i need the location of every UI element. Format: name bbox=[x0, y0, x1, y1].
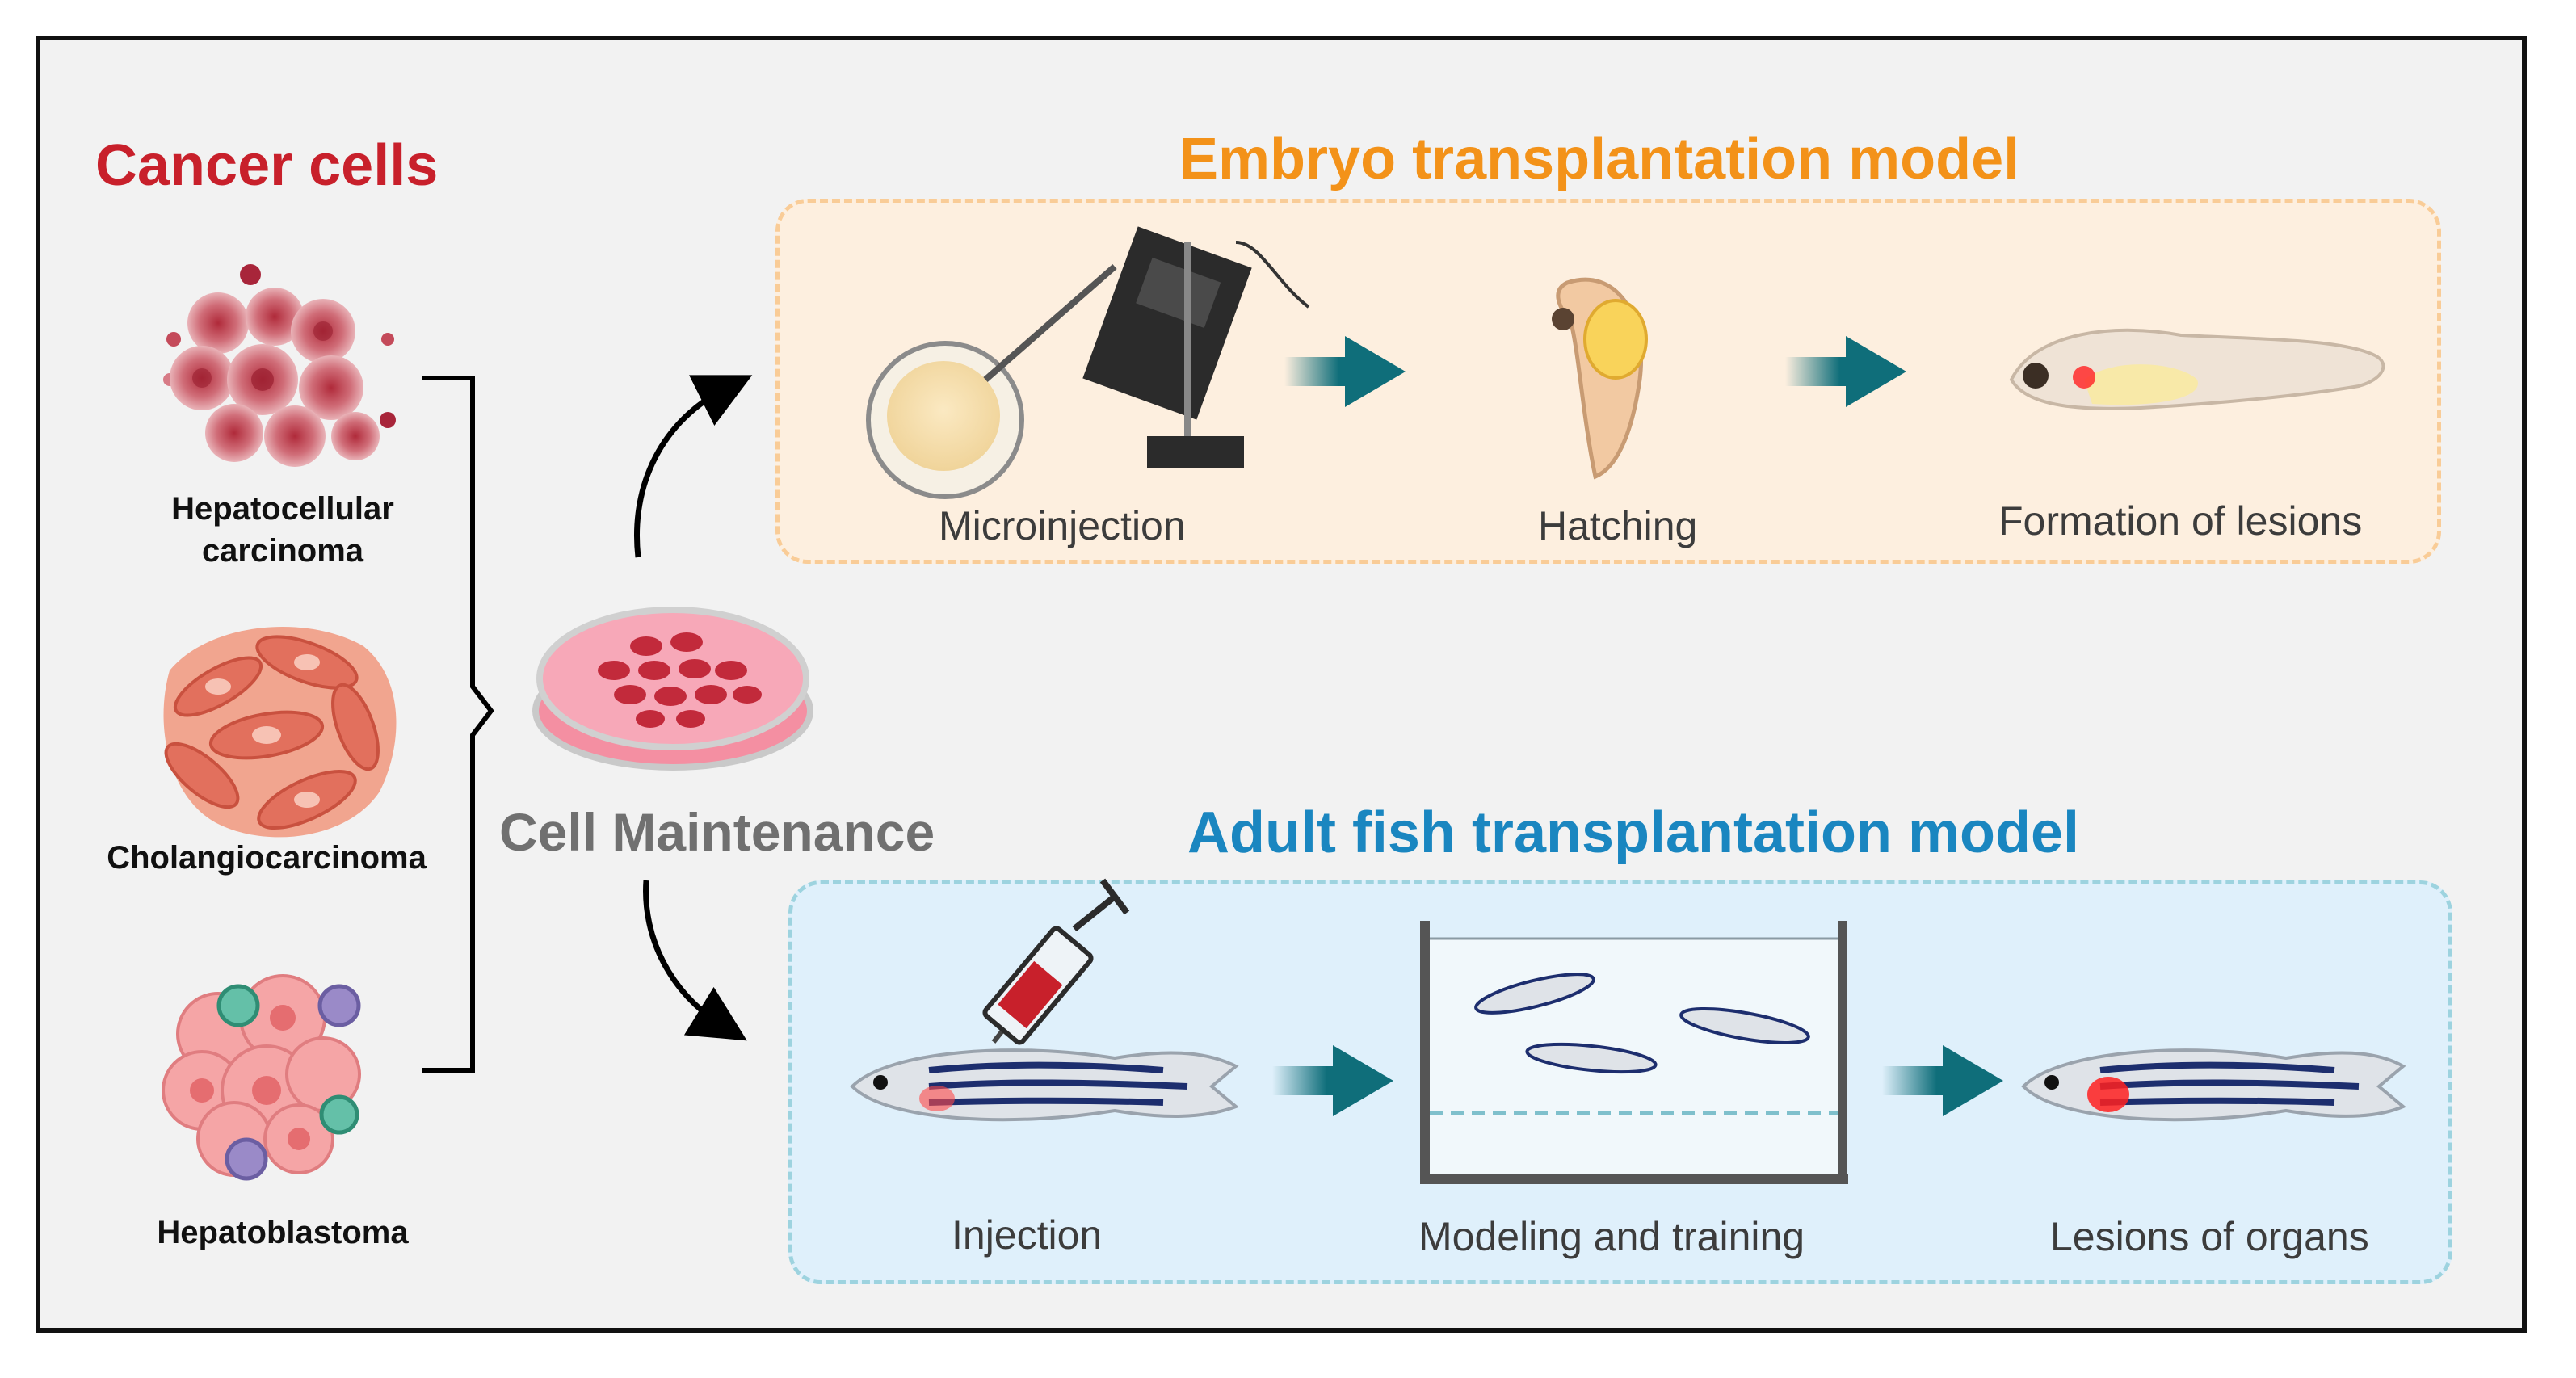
step-lesions-of-organs: Lesions of organs bbox=[2050, 1214, 2369, 1259]
arrow-to-embryo bbox=[634, 375, 753, 558]
microinjector-icon bbox=[866, 226, 1310, 499]
step-arrow-a2 bbox=[1882, 1045, 2003, 1116]
hcc-cell-cluster-icon bbox=[163, 264, 396, 467]
step-modeling-and-training: Modeling and training bbox=[1418, 1214, 1805, 1259]
zebrafish-icon bbox=[850, 1048, 1239, 1122]
arrow-to-adult bbox=[643, 880, 747, 1041]
step-arrow-e1 bbox=[1284, 336, 1406, 407]
cell-type-hcc-line2: carcinoma bbox=[201, 533, 364, 569]
embryo-model-title: Embryo transplantation model bbox=[1179, 127, 2020, 191]
step-microinjection: Microinjection bbox=[939, 503, 1186, 548]
zebrafish-lesion-icon bbox=[2021, 1048, 2406, 1122]
step-arrow-e2 bbox=[1785, 336, 1906, 407]
fish-tank-icon bbox=[1420, 921, 1848, 1184]
step-injection: Injection bbox=[952, 1212, 1103, 1258]
syringe-icon bbox=[982, 878, 1130, 1045]
cell-maintenance-label: Cell Maintenance bbox=[499, 802, 935, 862]
cholangio-cell-icon bbox=[163, 627, 397, 838]
adult-model-title: Adult fish transplantation model bbox=[1187, 800, 2080, 865]
petri-dish-icon bbox=[532, 607, 813, 771]
larva-icon bbox=[2009, 328, 2385, 410]
hepatoblastoma-cell-icon bbox=[162, 974, 361, 1181]
step-hatching: Hatching bbox=[1538, 503, 1698, 548]
embryo-icon bbox=[1552, 277, 1648, 480]
step-arrow-a1 bbox=[1272, 1045, 1393, 1116]
cell-type-hcc-line1: Hepatocellular bbox=[171, 491, 394, 527]
cell-type-cholangio: Cholangiocarcinoma bbox=[107, 840, 427, 876]
cell-type-hepatoblastoma: Hepatoblastoma bbox=[157, 1215, 409, 1250]
cancer-cells-title: Cancer cells bbox=[95, 133, 439, 198]
cell-type-hcc: Hepatocellular carcinoma bbox=[145, 488, 420, 572]
step-formation-of-lesions: Formation of lesions bbox=[1998, 498, 2363, 544]
bracket bbox=[422, 376, 494, 1073]
